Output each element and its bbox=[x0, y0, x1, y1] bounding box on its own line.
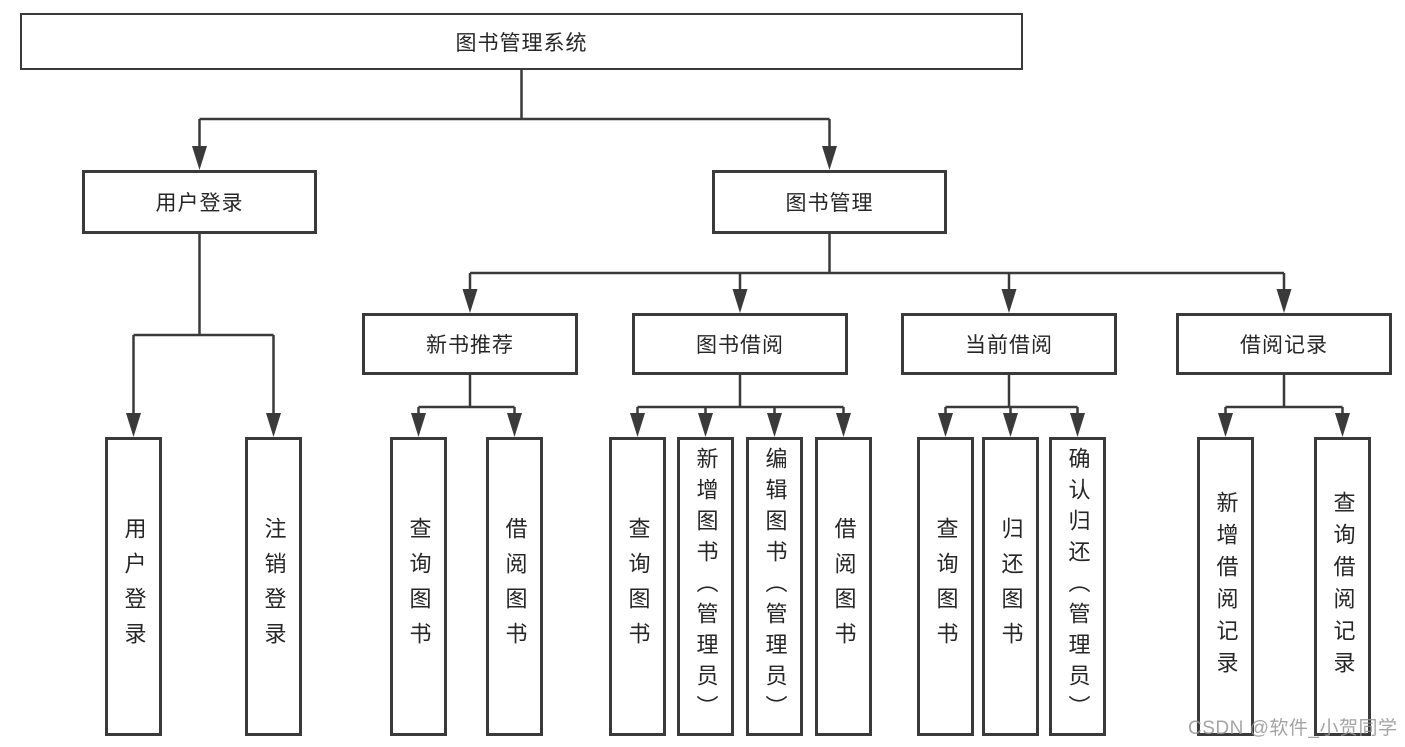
node-book-management: 图书管理 bbox=[712, 170, 947, 234]
node-label: 查询图书 bbox=[625, 516, 651, 657]
leaf-query-book-recommend: 查询图书 bbox=[390, 437, 447, 736]
node-label: 借阅图书 bbox=[831, 516, 857, 657]
leaf-add-borrow-record: 新增借阅记录 bbox=[1197, 437, 1254, 736]
node-label: 查询图书 bbox=[406, 516, 432, 657]
arrowhead-icon bbox=[126, 146, 1350, 437]
node-label: 编辑图书（管理员） bbox=[762, 447, 788, 726]
node-current-borrow: 当前借阅 bbox=[901, 313, 1117, 375]
leaf-logout: 注销登录 bbox=[245, 437, 302, 736]
leaf-add-book-admin: 新增图书（管理员） bbox=[677, 437, 734, 736]
node-label: 用户登录 bbox=[121, 516, 147, 657]
node-label: 确认归还（管理员） bbox=[1065, 447, 1091, 726]
node-user-login: 用户登录 bbox=[82, 170, 317, 234]
leaf-borrow-book-recommend: 借阅图书 bbox=[486, 437, 543, 736]
node-label: 图书借阅 bbox=[696, 334, 784, 357]
leaf-return-book: 归还图书 bbox=[982, 437, 1039, 736]
node-label: 归还图书 bbox=[998, 516, 1024, 657]
leaf-borrow-book: 借阅图书 bbox=[815, 437, 872, 736]
node-book-borrow: 图书借阅 bbox=[632, 313, 848, 375]
node-label: 新增借阅记录 bbox=[1213, 490, 1239, 683]
node-label: 新增图书（管理员） bbox=[693, 447, 719, 726]
node-label: 当前借阅 bbox=[965, 334, 1053, 357]
node-label: 查询图书 bbox=[933, 516, 959, 657]
node-label: 图书管理 bbox=[785, 192, 874, 215]
leaf-query-book-borrow: 查询图书 bbox=[609, 437, 666, 736]
node-label: 注销登录 bbox=[261, 516, 287, 657]
node-label: 借阅记录 bbox=[1240, 334, 1328, 357]
node-system-root: 图书管理系统 bbox=[20, 13, 1023, 70]
leaf-edit-book-admin: 编辑图书（管理员） bbox=[746, 437, 803, 736]
node-borrow-record: 借阅记录 bbox=[1176, 313, 1392, 375]
node-label: 查询借阅记录 bbox=[1330, 490, 1356, 683]
leaf-query-book-current: 查询图书 bbox=[917, 437, 974, 736]
csdn-watermark: CSDN @软件_小贺同学 bbox=[1188, 718, 1398, 739]
node-label: 用户登录 bbox=[155, 192, 244, 215]
node-label: 借阅图书 bbox=[502, 516, 528, 657]
connector-shafts bbox=[132, 70, 1344, 415]
node-label: 图书管理系统 bbox=[455, 31, 588, 55]
node-label: 新书推荐 bbox=[426, 334, 514, 357]
leaf-confirm-return-admin: 确认归还（管理员） bbox=[1049, 437, 1106, 736]
leaf-query-borrow-record: 查询借阅记录 bbox=[1314, 437, 1371, 736]
leaf-user-login: 用户登录 bbox=[105, 437, 162, 736]
node-new-book-recommend: 新书推荐 bbox=[362, 313, 578, 375]
